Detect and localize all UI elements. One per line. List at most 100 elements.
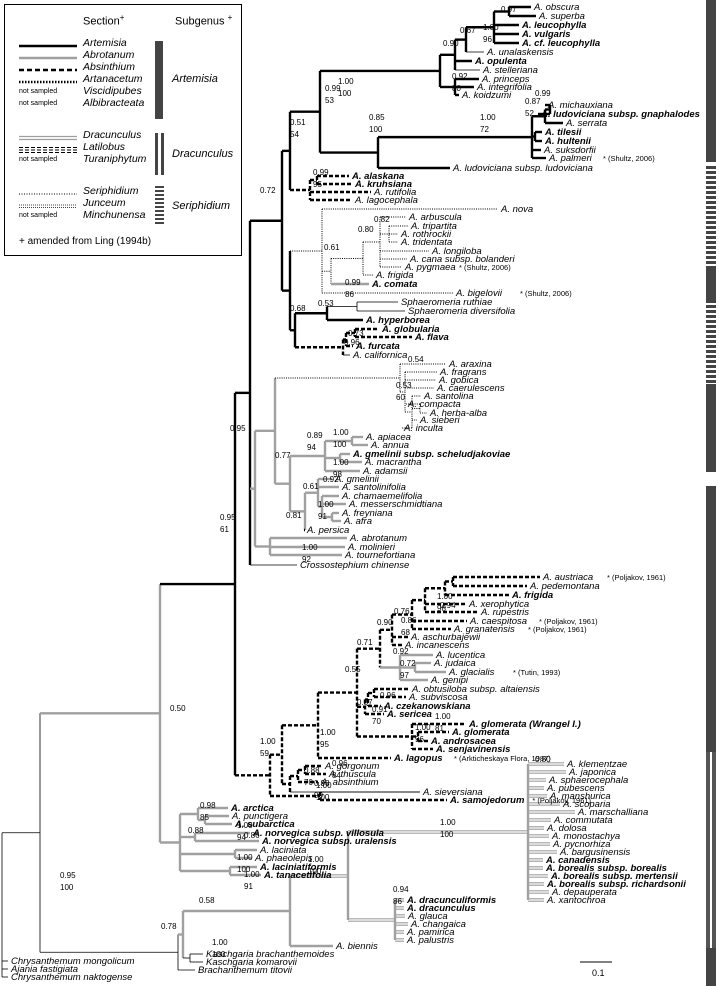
bootstrap-support: 91: [244, 882, 253, 891]
posterior-probability: 0.89: [307, 431, 323, 440]
taxon-label: A. scoparia: [562, 799, 611, 810]
posterior-probability: 1.00: [316, 781, 332, 790]
posterior-probability: 0.80: [535, 755, 551, 764]
legend-section-artanacetum: Artanacetum: [83, 73, 143, 85]
posterior-probability: 0.82: [374, 215, 390, 224]
legend-section-absinthium: Absinthium: [83, 61, 135, 73]
posterior-probability: 0.85: [369, 113, 385, 122]
taxon-label: A. globularia: [381, 324, 440, 335]
taxon-label: A. rupestris: [480, 607, 529, 618]
bootstrap-support: 70: [304, 778, 313, 787]
taxon-label: A. nova: [500, 204, 533, 215]
legend-section-junceum: Junceum: [83, 197, 126, 209]
taxon-label: A. ludoviciana subsp. ludoviciana: [452, 163, 593, 174]
posterior-probability: 0.92: [393, 647, 409, 656]
posterior-probability: 0.51: [290, 118, 306, 127]
posterior-probability: 1.00: [333, 428, 349, 437]
taxon-label: A. commutata: [553, 815, 613, 826]
posterior-probability: 1.00: [320, 728, 336, 737]
taxon-label: A. changaica: [410, 919, 466, 930]
subgenus-artemisia-label: Artemisia: [172, 73, 218, 85]
taxon-label: A. palmeri: [548, 153, 593, 164]
taxon-label: A. pedemontana: [529, 581, 600, 592]
taxon-label: A. bigelovii: [455, 288, 503, 299]
node-support-labels: 1.00960.970.670.900.92801.001000.99530.9…: [60, 5, 551, 959]
taxon-label: A. flava: [414, 332, 449, 343]
posterior-probability: 0.50: [170, 704, 186, 713]
subgenus-dracunculus-label: Dracunculus: [172, 148, 234, 160]
posterior-probability: 1.00: [318, 500, 334, 509]
posterior-probability: 0.95: [220, 513, 236, 522]
taxon-label: A. araxina: [448, 359, 492, 370]
taxon-label: A. integrifolia: [476, 82, 532, 93]
taxon-label: A. caespitosa: [469, 616, 527, 627]
taxon-label: A. austriaca: [542, 572, 593, 583]
posterior-probability: 0.92: [452, 72, 468, 81]
bootstrap-support: 92: [302, 555, 311, 564]
posterior-probability: 0.72: [260, 186, 276, 195]
taxon-label: A. furcata: [355, 341, 400, 352]
bootstrap-support: 59: [260, 749, 269, 758]
taxon-source-note: * (Poljakov, 1961): [528, 625, 587, 634]
bootstrap-support: 81: [435, 724, 444, 733]
taxon-label: Ajania fastigiata: [10, 964, 78, 975]
posterior-probability: 1.00: [308, 855, 324, 864]
taxon-source-note: * (Poljakov, 1961): [539, 617, 598, 626]
posterior-probability: 0.88: [304, 766, 320, 775]
taxon-label: A. obtusiloba subsp. altaiensis: [411, 684, 540, 695]
bootstrap-support: 94: [307, 443, 316, 452]
taxon-label: A. afra: [343, 516, 372, 527]
taxon-label: A. santolina: [423, 391, 474, 402]
taxon-source-note: * (Shultz, 2006): [603, 154, 655, 163]
taxon-label: A. tilesii: [544, 127, 582, 138]
taxon-label: A. lagopus: [393, 753, 443, 764]
taxon-label: A. arctica: [230, 803, 274, 814]
legend-swatch-junceum: [19, 204, 77, 208]
taxon-label: A. sieberi: [419, 415, 460, 426]
taxon-label: A. vulgaris: [521, 29, 571, 40]
legend-section-header: Section+: [83, 13, 125, 28]
taxon-label: A. frigida: [375, 270, 414, 281]
taxon-label: A. punctigera: [231, 811, 288, 822]
posterior-probability: 1.00: [237, 853, 253, 862]
bootstrap-support: 98: [333, 470, 342, 479]
taxon-label: A. princeps: [481, 74, 530, 85]
taxon-label: A. granatensis: [453, 624, 515, 635]
posterior-probability: 0.99: [325, 84, 341, 93]
legend-section-latilobus: Latilobus: [83, 141, 126, 153]
posterior-probability: 0.72: [400, 659, 416, 668]
bootstrap-support: 96: [415, 735, 424, 744]
posterior-probability: 1.00: [480, 113, 496, 122]
taxon-label: A. gmelinii: [334, 474, 380, 485]
taxon-label: A. californica: [352, 350, 407, 361]
taxon-label: A. canadensis: [545, 855, 610, 866]
taxon-label: A. superba: [538, 11, 585, 22]
taxon-label: A. serrata: [565, 118, 607, 129]
posterior-probability: 1.00: [440, 818, 456, 827]
taxon-label: A. hultenii: [544, 136, 591, 147]
posterior-probability: 1.00: [333, 458, 349, 467]
taxon-source-note: * (Tutin, 1993): [513, 668, 561, 677]
bootstrap-support: 95: [320, 740, 329, 749]
posterior-probability: 1.00: [244, 870, 260, 879]
sidebar-subgenus-seriphidium: [706, 300, 716, 384]
taxon-label: A. lagocephala: [354, 195, 418, 206]
tree-branches: [1, 5, 575, 978]
bootstrap-support: 72: [480, 125, 489, 134]
posterior-probability: 1.00: [437, 592, 453, 601]
posterior-probability: 0.76: [394, 607, 410, 616]
posterior-probability: 0.94: [440, 601, 456, 610]
subgenus-dracunculus-bar: [155, 133, 158, 175]
posterior-probability: 1.00: [338, 77, 354, 86]
bootstrap-support: 61: [220, 525, 229, 534]
taxon-label: A. adamsii: [362, 466, 408, 477]
posterior-probability: 0.98: [200, 801, 216, 810]
bootstrap-support: 97: [400, 671, 409, 680]
sidebar-subgenus-artemisia: [706, 486, 716, 752]
posterior-probability: 1.00: [212, 938, 228, 947]
taxon-label: A. leucophylla: [521, 20, 586, 31]
posterior-probability: 0.94: [393, 885, 409, 894]
taxon-label: A. apiacea: [365, 432, 411, 443]
taxon-label: A. pamirica: [406, 927, 455, 938]
